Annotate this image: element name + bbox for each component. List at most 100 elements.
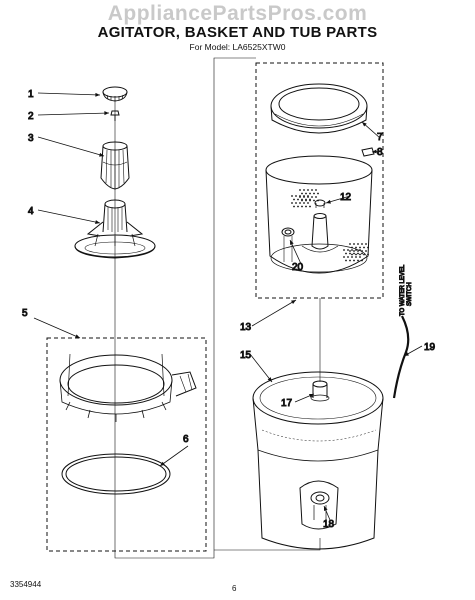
perforation-dot bbox=[351, 253, 353, 256]
perforation-dot bbox=[303, 202, 305, 204]
perforation-dot bbox=[297, 205, 299, 208]
tub-link-line bbox=[214, 538, 321, 551]
perforation-dot bbox=[297, 198, 299, 201]
perforation-dot bbox=[359, 256, 361, 258]
label-part-5: 5 bbox=[22, 308, 28, 319]
perforation-dot bbox=[295, 195, 297, 197]
perforation-dot bbox=[309, 192, 311, 195]
label-part-15: 15 bbox=[240, 350, 252, 361]
perforation-dot bbox=[361, 250, 363, 252]
label-part-8: 8 bbox=[377, 147, 383, 158]
leader-line bbox=[251, 299, 297, 327]
perforation-dot bbox=[355, 256, 357, 258]
perforation-dot bbox=[365, 243, 367, 245]
perforation-dot bbox=[361, 259, 363, 262]
perforation-dot bbox=[349, 252, 351, 255]
perforation-dot bbox=[359, 246, 361, 249]
leader-arrowhead bbox=[404, 352, 409, 356]
perforation-dot bbox=[345, 252, 347, 255]
leader-arrowhead bbox=[160, 461, 165, 466]
perforation-dot bbox=[313, 192, 315, 195]
label-part-19: 19 bbox=[424, 342, 436, 353]
spin-nut-part bbox=[314, 199, 326, 208]
water-level-switch-label-2: SWITCH bbox=[407, 282, 413, 306]
leader-arrowhead bbox=[326, 199, 331, 204]
perforation-dot bbox=[355, 249, 357, 251]
perforation-dot bbox=[359, 249, 361, 251]
perforation-dot bbox=[303, 196, 305, 198]
leader-line bbox=[33, 317, 81, 339]
basket-hub-part bbox=[301, 213, 339, 253]
perforation-dot bbox=[343, 249, 345, 251]
perforation-dot bbox=[309, 205, 311, 208]
perforation-dot bbox=[315, 189, 317, 191]
model-subtitle: For Model: LA6525XTW0 bbox=[189, 42, 286, 52]
perforation-dot bbox=[349, 243, 351, 245]
tub-ring-part bbox=[59, 353, 197, 422]
perforation-dot bbox=[365, 250, 367, 252]
leader-arrowhead bbox=[95, 220, 100, 224]
assembly-bracket-line bbox=[114, 57, 256, 559]
perforation-dot bbox=[305, 199, 307, 202]
perforation-dot bbox=[295, 202, 297, 204]
water-level-switch-label-1: TO WATER LEVEL bbox=[400, 264, 406, 316]
leader-arrowhead bbox=[372, 149, 377, 154]
perforation-dot bbox=[353, 252, 355, 255]
leader-arrowhead bbox=[324, 506, 328, 511]
leader-line bbox=[37, 92, 101, 96]
perforation-dot bbox=[355, 246, 357, 249]
agitator-cap-part bbox=[102, 86, 128, 102]
label-part-13: 13 bbox=[240, 322, 252, 333]
page-number: 6 bbox=[232, 584, 237, 593]
label-part-7: 7 bbox=[377, 132, 383, 143]
center-post-part bbox=[310, 380, 330, 402]
perforation-dot bbox=[317, 192, 319, 195]
perforation-dot bbox=[301, 192, 303, 195]
perforation-dot bbox=[293, 198, 295, 201]
leader-line bbox=[159, 445, 189, 467]
perforation-dot bbox=[307, 196, 309, 198]
leader-arrowhead bbox=[75, 334, 80, 338]
label-part-3: 3 bbox=[28, 133, 34, 144]
leader-arrowhead bbox=[95, 92, 100, 97]
basket-perforations bbox=[291, 189, 369, 262]
label-part-12: 12 bbox=[340, 192, 352, 203]
label-part-6: 6 bbox=[183, 434, 189, 445]
leader-line bbox=[289, 239, 303, 267]
perforation-dot bbox=[305, 192, 307, 195]
water-level-hose-part bbox=[392, 315, 410, 399]
perforation-dot bbox=[363, 253, 365, 256]
leader-line bbox=[37, 136, 105, 157]
label-part-18: 18 bbox=[323, 519, 335, 530]
label-part-20: 20 bbox=[292, 262, 304, 273]
label-part-2: 2 bbox=[28, 111, 34, 122]
perforation-dot bbox=[299, 202, 301, 204]
leader-arrowhead bbox=[290, 240, 294, 245]
leader-line bbox=[37, 112, 110, 116]
leader-line bbox=[37, 209, 101, 224]
diagram-title: AGITATOR, BASKET AND TUB PARTS bbox=[97, 24, 378, 41]
perforation-dot bbox=[299, 189, 301, 191]
perforation-dot bbox=[343, 256, 345, 258]
perforation-dot bbox=[301, 199, 303, 202]
leader-arrowhead bbox=[291, 300, 296, 305]
label-part-17: 17 bbox=[281, 398, 293, 409]
leader-lines bbox=[33, 92, 423, 521]
perforation-dot bbox=[353, 250, 355, 252]
perforation-dot bbox=[359, 253, 361, 256]
leader-arrowhead bbox=[99, 152, 104, 157]
leader-line bbox=[249, 353, 273, 383]
outer-tub-part bbox=[252, 371, 384, 550]
perforation-dot bbox=[353, 259, 355, 262]
drive-bell-group-box bbox=[46, 337, 207, 552]
perforation-dot bbox=[299, 196, 301, 198]
perforation-dot bbox=[315, 196, 317, 198]
perforation-dot bbox=[357, 243, 359, 245]
perforation-dot bbox=[311, 196, 313, 198]
label-part-1: 1 bbox=[28, 89, 34, 100]
agitator-base-part bbox=[74, 199, 156, 259]
basket-group-box bbox=[255, 62, 384, 299]
bushing-part bbox=[281, 227, 295, 262]
